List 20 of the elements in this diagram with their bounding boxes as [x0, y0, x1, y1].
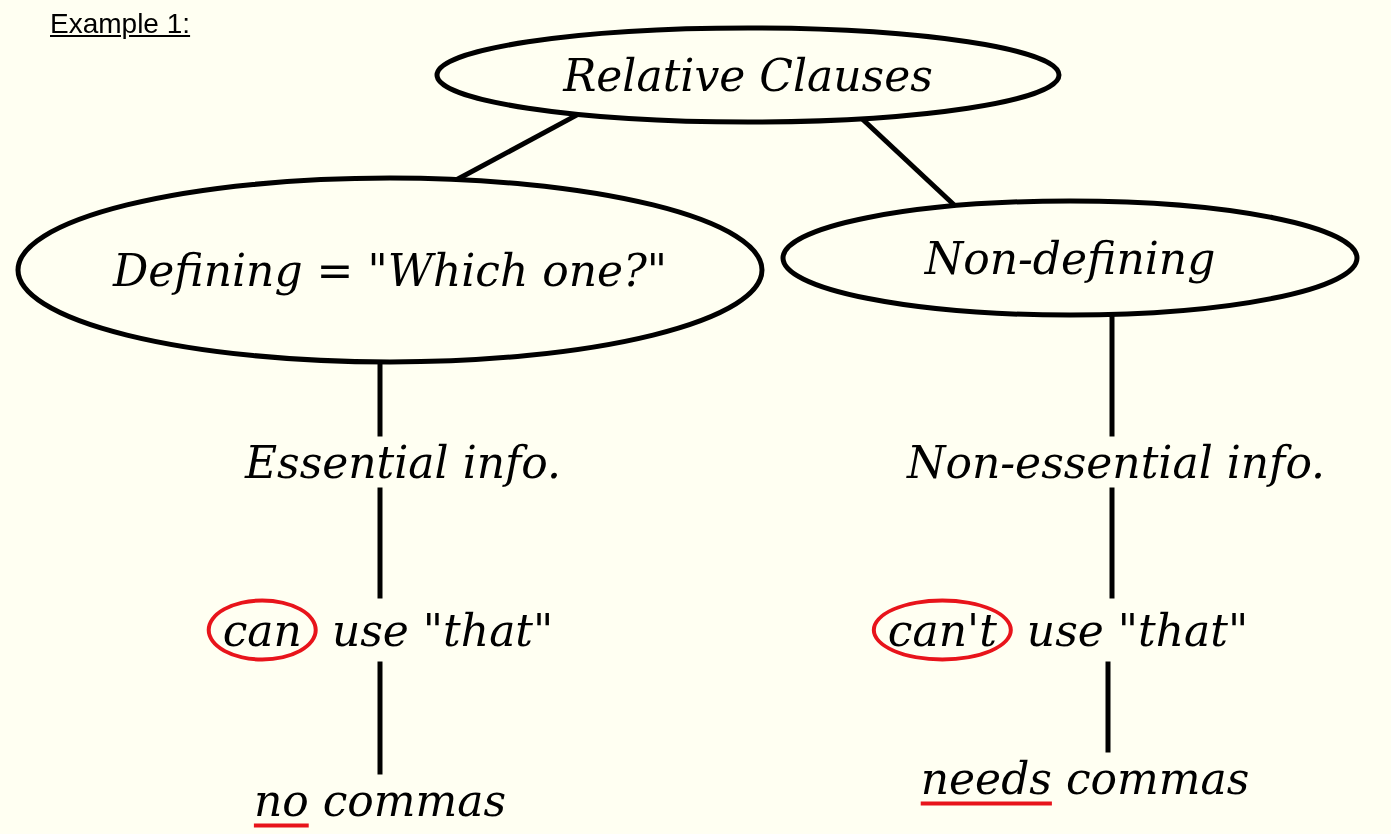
connector-line [1105, 661, 1111, 753]
node-label: Defining = "Which one?" [113, 244, 667, 296]
node-label: use "that" [331, 604, 554, 656]
node-label: Non-defining [924, 232, 1216, 284]
connector-line [1109, 487, 1115, 599]
node-label: Non-essential info. [906, 436, 1326, 488]
example-heading: Example 1: [50, 8, 191, 40]
node-label: commas [322, 774, 507, 826]
circled-word: can't [871, 598, 1013, 662]
connector-line [377, 661, 383, 775]
node-label: Essential info. [244, 436, 562, 488]
circled-word: can [206, 598, 318, 662]
node-label: commas [1065, 752, 1250, 804]
underlined-word: needs [920, 752, 1052, 804]
node-label: Relative Clauses [563, 49, 933, 101]
underlined-word: no [253, 774, 309, 826]
node-label: use "that" [1026, 604, 1249, 656]
connector-line [377, 361, 383, 437]
connector-line [1109, 314, 1115, 437]
connector-line [377, 487, 383, 599]
